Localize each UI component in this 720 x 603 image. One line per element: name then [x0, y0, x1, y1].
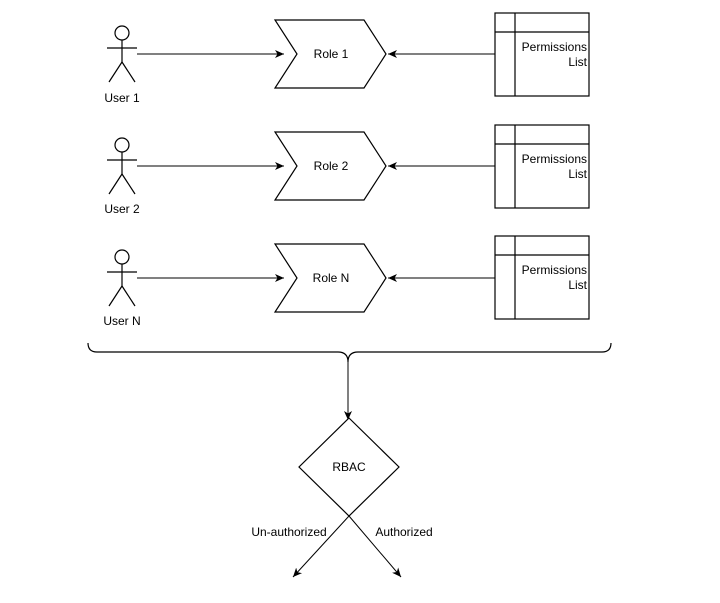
user-n-actor-icon: [107, 249, 137, 307]
unauthorized-arrow: [292, 515, 350, 578]
row-2: User 2 Role 2 Permissions List: [104, 124, 590, 216]
row-1: User 1 Role 1 Permissions List: [104, 12, 590, 105]
permissions-n-line-2: List: [568, 278, 587, 292]
user-2-label: User 2: [104, 202, 140, 216]
role-n-shape: [273, 243, 387, 313]
role-1-shape: [273, 19, 387, 89]
role-2-shape: [273, 131, 387, 201]
user-2-actor-icon: [107, 137, 137, 195]
grouping-brace: [87, 342, 612, 363]
rbac-label: RBAC: [332, 460, 366, 474]
row-n: User N Role N Permissions List: [103, 235, 590, 328]
permissions-2-line-2: List: [568, 167, 587, 181]
permissions-n-line-1: Permissions: [522, 263, 587, 277]
permissions-list-n: Permissions List: [494, 235, 590, 320]
permissions-list-2: Permissions List: [494, 124, 590, 209]
user-1-actor-icon: [107, 25, 137, 83]
permissions-1-line-2: List: [568, 55, 587, 69]
permissions-list-1: Permissions List: [494, 12, 590, 97]
unauthorized-label: Un-authorized: [251, 525, 326, 539]
authorized-arrow: [348, 515, 402, 578]
role-1-label: Role 1: [314, 47, 349, 61]
user-n-label: User N: [103, 314, 140, 328]
permissions-2-line-1: Permissions: [522, 152, 587, 166]
role-n-label: Role N: [313, 271, 350, 285]
user-1-label: User 1: [104, 91, 140, 105]
role-2-label: Role 2: [314, 159, 349, 173]
permissions-1-line-1: Permissions: [522, 40, 587, 54]
authorized-label: Authorized: [375, 525, 432, 539]
